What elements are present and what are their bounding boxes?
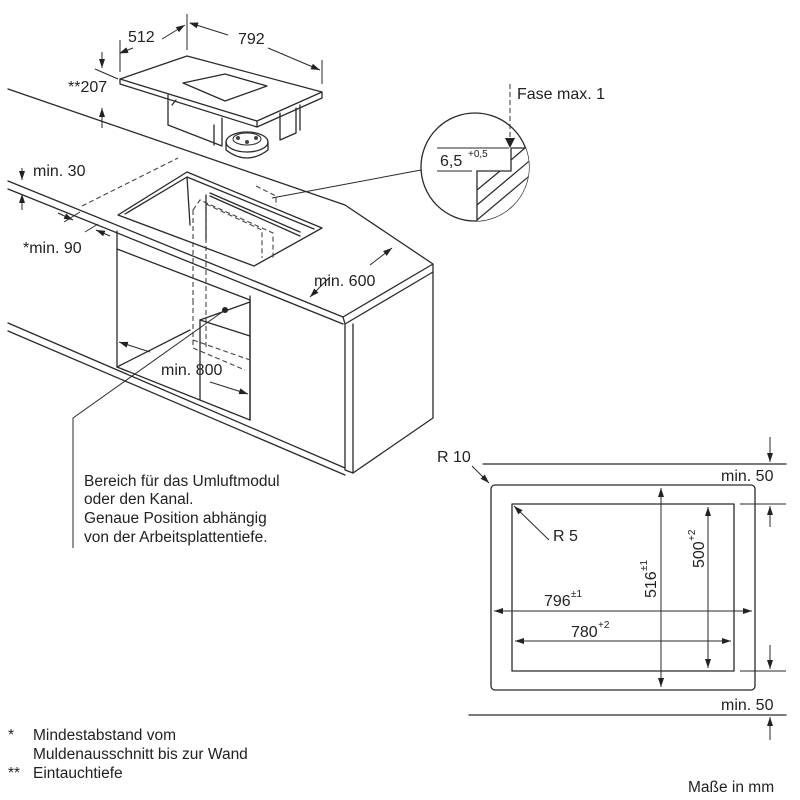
outer-cutout — [490, 484, 756, 691]
area-note-line: Genaue Position abhängig — [84, 510, 267, 527]
outer-width-tolerance: ±1 — [571, 589, 582, 600]
inner-width-value: 780 — [571, 624, 598, 641]
outer-depth-tolerance: ±1 — [639, 560, 650, 571]
outer-depth-value: 516 — [643, 571, 660, 598]
min-30-label: min. 30 — [33, 163, 86, 180]
edge-detail: Fase max. 1 6,5 +0,5 — [271, 84, 605, 222]
min-600-label: min. 600 — [314, 273, 375, 290]
area-note-line: Bereich für das Umluftmodul — [84, 473, 280, 490]
area-note-line: oder den Kanal. — [84, 491, 193, 508]
footnote-1-line-1: Mindestabstand vom — [33, 727, 176, 744]
outer-width-value: 796 — [544, 593, 571, 610]
inner-radius-label: R 5 — [553, 528, 578, 545]
cabinet-dimensions: min. 30 *min. 90 min. 600 min. 800 — [19, 163, 393, 548]
step-value: 6,5 — [440, 153, 462, 170]
inner-depth-value: 500 — [691, 541, 708, 568]
footnotes: * Mindestabstand vom Muldenausschnitt bi… — [8, 727, 774, 796]
area-note: Bereich für das Umluftmodul oder den Kan… — [84, 473, 280, 546]
cooktop-dimensions: 512 792 **207 — [68, 14, 323, 128]
units-label: Maße in mm — [688, 779, 774, 796]
cooktop-illustration — [119, 55, 323, 159]
vent-panel — [182, 73, 268, 102]
footnote-1-line-2: Muldenausschnitt bis zur Wand — [33, 746, 248, 763]
step-tolerance: +0,5 — [468, 149, 488, 160]
chamfer-label: Fase max. 1 — [517, 86, 605, 103]
min-90-label: *min. 90 — [23, 240, 82, 257]
footnote-star-1: * — [8, 727, 14, 744]
min-800-label: min. 800 — [161, 362, 222, 379]
inner-depth-tolerance: +2 — [687, 529, 698, 541]
worktop-cabinet — [7, 88, 434, 476]
cooktop-depth-label: 512 — [128, 29, 155, 46]
cutout-plan: min. 50 min. 50 R 10 R 5 796 ±1 780 +2 5… — [437, 437, 787, 740]
immersion-depth-label: **207 — [68, 79, 107, 96]
inner-width-tolerance: +2 — [598, 620, 610, 631]
min-50-bottom-label: min. 50 — [721, 697, 774, 714]
detail-leader-line — [271, 169, 422, 199]
min-50-top-label: min. 50 — [721, 468, 774, 485]
outer-radius-label: R 10 — [437, 449, 471, 466]
footnote-2-text: Eintauchtiefe — [33, 765, 123, 782]
inner-cutout — [511, 503, 735, 672]
area-note-line: von der Arbeitsplattentiefe. — [84, 529, 268, 546]
cooktop-width-label: 792 — [238, 31, 265, 48]
area-leader-line — [72, 309, 226, 548]
footnote-star-2: ** — [8, 765, 20, 782]
